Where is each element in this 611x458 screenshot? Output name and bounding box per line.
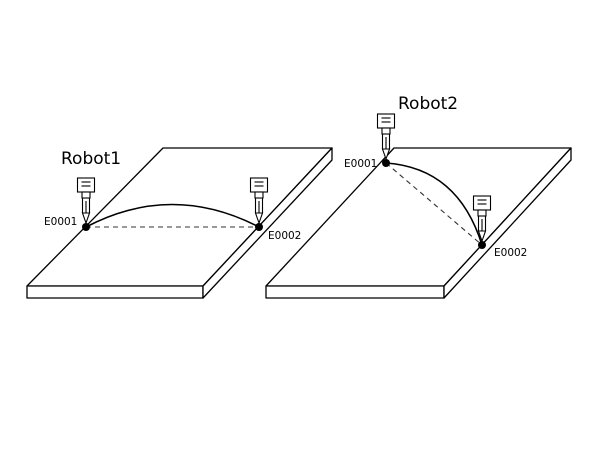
point-e0001-1 bbox=[82, 223, 90, 231]
arc-path-2 bbox=[385, 162, 483, 246]
arc-path-1 bbox=[85, 203, 260, 228]
end-point-label: E0002 bbox=[494, 247, 527, 259]
robot-tool-icon bbox=[376, 113, 396, 161]
straight-path-2 bbox=[385, 162, 483, 246]
point-e0001-2 bbox=[382, 159, 390, 167]
start-point-label: E0001 bbox=[344, 158, 377, 170]
point-e0002-2 bbox=[478, 241, 486, 249]
point-e0002-1 bbox=[255, 223, 263, 231]
start-point-label: E0001 bbox=[44, 216, 77, 228]
end-point-label: E0002 bbox=[268, 230, 301, 242]
figure-robot1: Robot1 E0001 E0002 bbox=[26, 147, 333, 299]
robot-tool-icon bbox=[76, 177, 96, 225]
robot-tool-icon bbox=[249, 177, 269, 225]
robot-label: Robot1 bbox=[61, 149, 121, 169]
figure-robot2: Robot2 E0001 E0002 bbox=[265, 94, 572, 299]
robot-tool-icon bbox=[472, 195, 492, 243]
robot-label: Robot2 bbox=[398, 94, 458, 114]
workpiece-plate-2 bbox=[265, 147, 572, 299]
